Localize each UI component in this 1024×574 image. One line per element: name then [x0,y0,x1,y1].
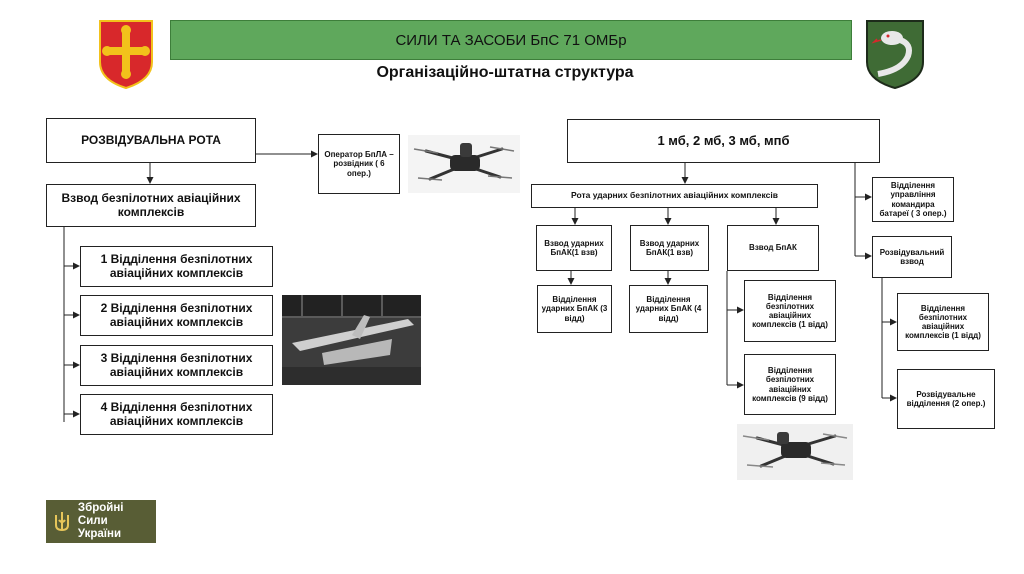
strike-squad-3-box: Відділення ударних БпАК (3 відд) [537,285,612,333]
page-subtitle: Організаційно-штатна структура [376,64,634,81]
snake-emblem-right [866,20,924,90]
recon-platoon-box: Розвідувальний взвод [872,236,952,278]
uav-squad-right-9-box: Відділення безпілотних авіаційних компле… [744,354,836,415]
logo-line-1: Збройні Сили [77,501,124,527]
strike-uav-company-box: Рота ударних безпілотних авіаційних комп… [531,184,818,208]
quadcopter-photo [408,135,520,193]
uav-platoon-right-box: Взвод БпАК [727,225,819,271]
recon-company-box: РОЗВІДУВАЛЬНА РОТА [46,118,256,163]
strike-squad-4-box: Відділення ударних БпАК (4 відд) [629,285,708,333]
uav-squad-2-box: 2 Відділення безпілотних авіаційних комп… [80,295,273,336]
uav-squad-3-box: 3 Відділення безпілотних авіаційних комп… [80,345,273,386]
armed-forces-logo: Збройні Сили України [46,500,156,543]
logo-line-2: України [77,528,122,541]
logo-text: Збройні Сили України [78,502,156,542]
uav-squad-right-1-box: Відділення безпілотних авіаційних компле… [744,280,836,342]
fixed-wing-drone-photo [282,295,421,385]
quadcopter-photo-2 [737,424,853,480]
strike-platoon-2-box: Взвод ударних БпАК(1 взв) [630,225,709,271]
uav-platoon-box: Взвод безпілотних авіаційних комплексів [46,184,256,227]
uav-operator-box: Оператор БпЛА – розвідник ( 6 опер.) [318,134,400,194]
battalions-box: 1 мб, 2 мб, 3 мб, мпб [567,119,880,163]
battery-command-squad-box: Відділення управління командира батареї … [872,177,954,222]
strike-platoon-1-box: Взвод ударних БпАК(1 взв) [536,225,612,271]
uav-squad-4-box: 4 Відділення безпілотних авіаційних комп… [80,394,273,435]
page-title: СИЛИ ТА ЗАСОБИ БпС 71 ОМБр [395,31,627,49]
recon-uav-squad-box: Відділення безпілотних авіаційних компле… [897,293,989,351]
uav-squad-1-box: 1 Відділення безпілотних авіаційних комп… [80,246,273,287]
trident-icon [55,511,69,531]
recon-squads-box: Розвідувальне відділення (2 опер.) [897,369,995,429]
title-banner: СИЛИ ТА ЗАСОБИ БпС 71 ОМБр [170,20,852,60]
brigade-emblem-left [99,20,153,90]
